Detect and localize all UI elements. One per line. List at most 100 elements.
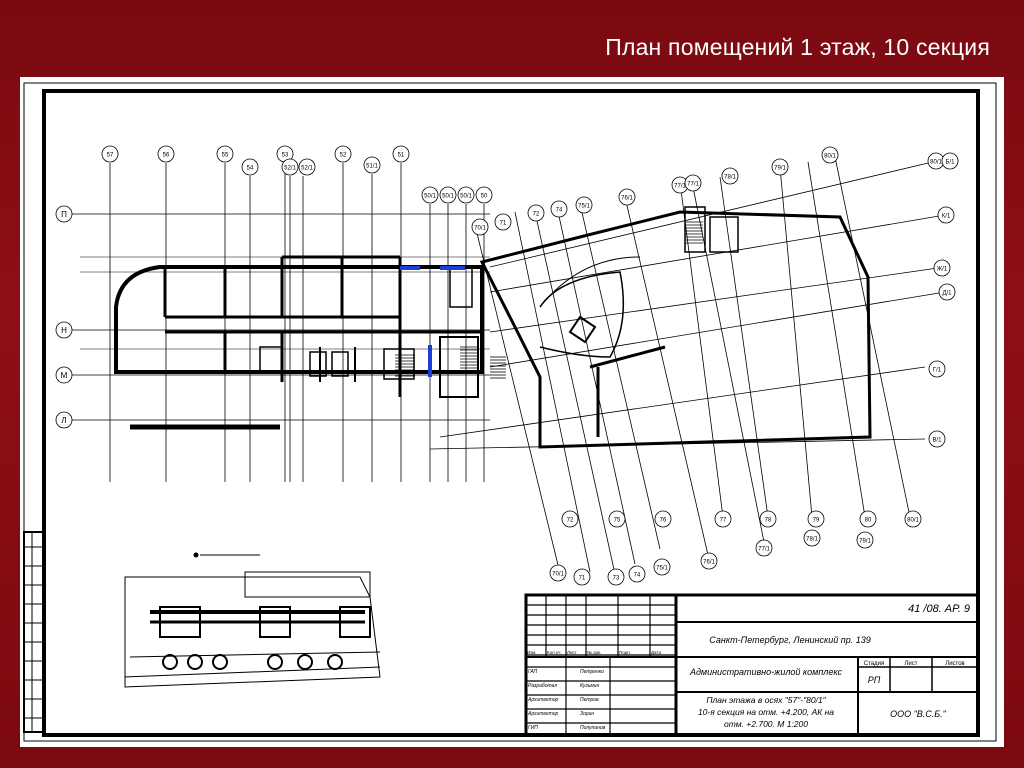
axis-label: 79 <box>813 518 820 524</box>
axis-label: 50/1 <box>424 194 436 200</box>
stamp-location: Санкт-Петербург, Ленинский пр. 139 <box>709 635 870 645</box>
axis-label: 51/1 <box>366 164 378 170</box>
axis-label: Л <box>61 416 66 425</box>
stamp-project: Административно-жилой комплекс <box>689 667 843 677</box>
axis-bubble <box>101 145 119 163</box>
stamp-sheet-title: 10-я секция на отм. +4.200, АК на <box>698 707 834 717</box>
inner-frame <box>42 89 980 737</box>
axis-bubble <box>157 145 175 163</box>
axis-label: 77/1 <box>758 547 770 553</box>
axis-label: 74 <box>556 208 563 214</box>
axis-bubble <box>628 565 646 583</box>
axis-label: 76 <box>660 518 667 524</box>
axis-label: 52/1 <box>301 166 313 172</box>
axis-label: 77 <box>720 518 727 524</box>
axis-label: Д/1 <box>942 291 952 297</box>
stamp-col-header: № док. <box>587 650 601 655</box>
axis-label: П <box>61 210 67 219</box>
stamp-col-header: Лист <box>567 650 577 655</box>
axis-label: 78/1 <box>724 175 736 181</box>
stamp-col-header: Кол.уч <box>547 650 561 655</box>
axis-label: 70/1 <box>474 226 486 232</box>
axis-bubble <box>941 152 959 170</box>
grid-axis-line <box>779 166 813 518</box>
axis-label: 50/1 <box>460 194 472 200</box>
stamp-role: Архитектор <box>527 711 558 717</box>
grid-axis-line <box>439 366 926 438</box>
axis-bubble <box>859 510 877 528</box>
axis-label: 80/1 <box>930 160 942 166</box>
stamp-stage-header: Стадия <box>864 661 884 667</box>
grid-axis-line <box>489 214 946 293</box>
axis-label: 79/1 <box>774 166 786 172</box>
axis-label: 76/1 <box>703 560 715 566</box>
axis-label: 75 <box>614 518 621 524</box>
axis-label: 78 <box>765 518 772 524</box>
stamp-name: Полупанов <box>580 725 606 731</box>
axis-label: 80/1 <box>824 154 836 160</box>
building-right <box>479 206 872 449</box>
axis-bubble <box>298 158 316 176</box>
axis-label: 74 <box>634 573 641 579</box>
axis-bubble <box>684 174 702 192</box>
stamp-company: ООО "В.С.Б." <box>890 709 947 719</box>
axis-label: 50 <box>481 194 488 200</box>
stamp-sheet-header: Лист <box>904 661 917 667</box>
axis-bubble <box>856 531 874 549</box>
axis-label: 79/1 <box>859 539 871 545</box>
grid-axis-line <box>474 224 559 566</box>
axis-bubble <box>392 145 410 163</box>
axis-bubble <box>573 568 591 586</box>
axis-label: К/1 <box>942 214 951 220</box>
axis-label: 51 <box>398 153 405 159</box>
axis-label: 52 <box>340 153 347 159</box>
axis-bubble <box>55 205 73 223</box>
axis-label: 76/1 <box>621 196 633 202</box>
axis-label: Н <box>61 326 67 335</box>
stamp-code: 41 /08. АР. 9 <box>908 603 970 615</box>
axis-bubble <box>471 218 489 236</box>
axis-label: 80/1 <box>907 518 919 524</box>
stamp-name: Кузьмин <box>580 683 600 689</box>
axis-bubble <box>55 366 73 384</box>
axis-label: 77/1 <box>674 184 686 190</box>
stamp-role: Разработал <box>528 683 557 689</box>
axis-bubble <box>475 186 493 204</box>
axis-label: М <box>61 371 68 380</box>
axis-label: 56 <box>163 153 170 159</box>
axis-bubble <box>575 196 593 214</box>
stamp-sheet-title: отм. +2.700. М 1:200 <box>724 719 808 729</box>
stamp-stage: РП <box>868 675 881 685</box>
grid-axis-line <box>834 156 911 518</box>
building-left <box>114 255 484 430</box>
axis-bubble <box>55 321 73 339</box>
axis-label: Ж/1 <box>937 267 948 273</box>
axis-bubble <box>807 510 825 528</box>
axis-bubble <box>821 146 839 164</box>
stamp-col-header: Подп. <box>619 650 631 655</box>
axis-bubble <box>759 510 777 528</box>
axis-label: 73 <box>613 576 620 582</box>
axis-bubble <box>938 283 956 301</box>
axis-bubble <box>439 186 457 204</box>
axis-label: 55 <box>222 153 229 159</box>
grid-axis-line <box>579 203 661 550</box>
axis-bubble <box>363 156 381 174</box>
axis-label: 57 <box>107 153 114 159</box>
stamp-col-header: Изм. <box>527 650 537 655</box>
axis-bubble <box>654 510 672 528</box>
stairs <box>395 221 703 379</box>
outer-frame <box>23 82 997 742</box>
axis-label: 80 <box>865 518 872 524</box>
stamp-col-header: Дата <box>651 650 661 655</box>
grid-axis-line <box>556 206 636 565</box>
axis-bubble <box>933 259 951 277</box>
grid-axis-line <box>691 181 766 548</box>
axis-label: 75/1 <box>578 204 590 210</box>
axis-label: Б/1 <box>946 160 956 166</box>
axis-label: Г/1 <box>933 368 942 374</box>
grid-axis-line <box>807 161 866 518</box>
stamp-sheets-header: Листов <box>945 661 965 667</box>
axis-label: 54 <box>247 166 254 172</box>
